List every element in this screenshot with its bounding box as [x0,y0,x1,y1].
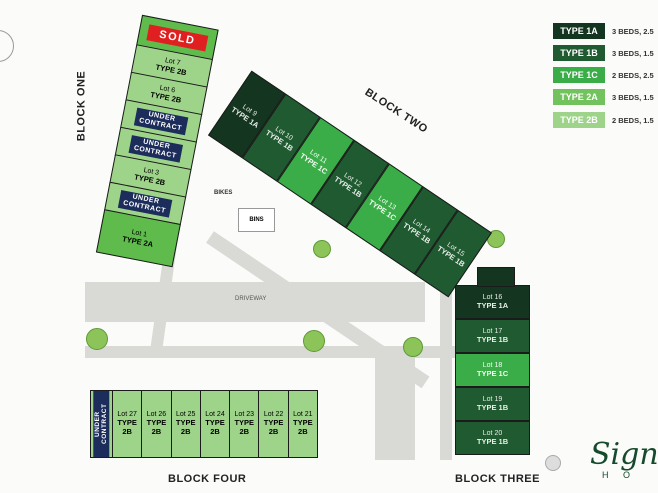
tree-icon [545,455,561,471]
tree-icon [313,240,331,258]
driveway-road [85,282,425,322]
tree-icon [303,330,325,352]
under-contract-badge: UNDER CONTRACT [93,391,110,457]
compass-icon [0,30,14,62]
block-four-label: BLOCK FOUR [168,473,247,485]
logo: Signa H O [590,437,658,481]
internal-road [85,346,455,358]
tree-icon [403,337,423,357]
block-one-label: BLOCK ONE [75,70,88,142]
bikes-label: BIKES [214,190,233,196]
driveway-label: DRIVEWAY [235,296,267,302]
block-three-label: BLOCK THREE [455,473,540,485]
right-road [440,260,452,460]
lot-28[interactable]: UNDER CONTRACT [91,391,113,457]
block-three-top [477,267,515,287]
bins-label: BINS [238,208,275,232]
tree-icon [86,328,108,350]
vertical-driveway [375,355,415,460]
block-two-label: BLOCK TWO [362,86,430,136]
